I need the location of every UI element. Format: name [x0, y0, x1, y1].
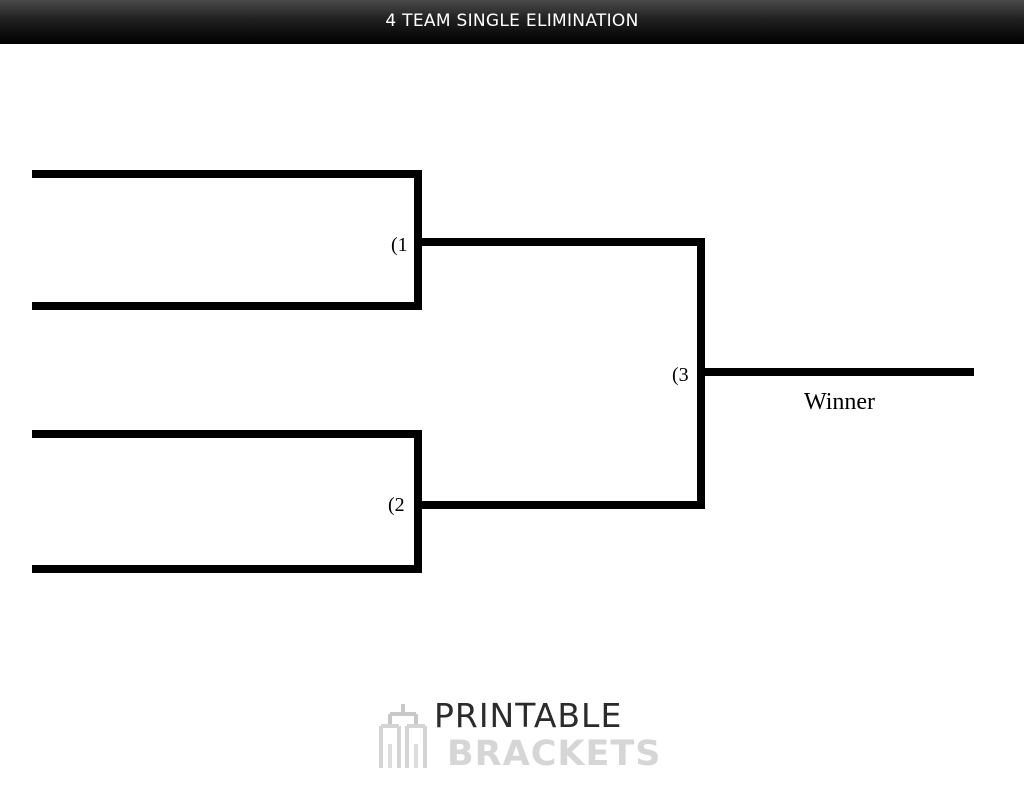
printable-brackets-logo: PRINTABLE BRACKETS: [376, 696, 661, 778]
game-1-label: (1: [391, 234, 408, 256]
logo-text-brackets: BRACKETS: [447, 734, 662, 774]
game-2-label: (2: [388, 494, 405, 516]
game-3-label: (3: [672, 364, 689, 386]
game-2-bracket: [32, 430, 422, 573]
title-bar: 4 TEAM SINGLE ELIMINATION: [0, 0, 1024, 44]
page-title: 4 TEAM SINGLE ELIMINATION: [385, 11, 639, 31]
bracket-logo-icon: [379, 704, 427, 768]
logo-text-printable: PRINTABLE: [434, 696, 623, 735]
winner-label: Winner: [804, 389, 875, 415]
game-1-bracket: [32, 170, 422, 310]
